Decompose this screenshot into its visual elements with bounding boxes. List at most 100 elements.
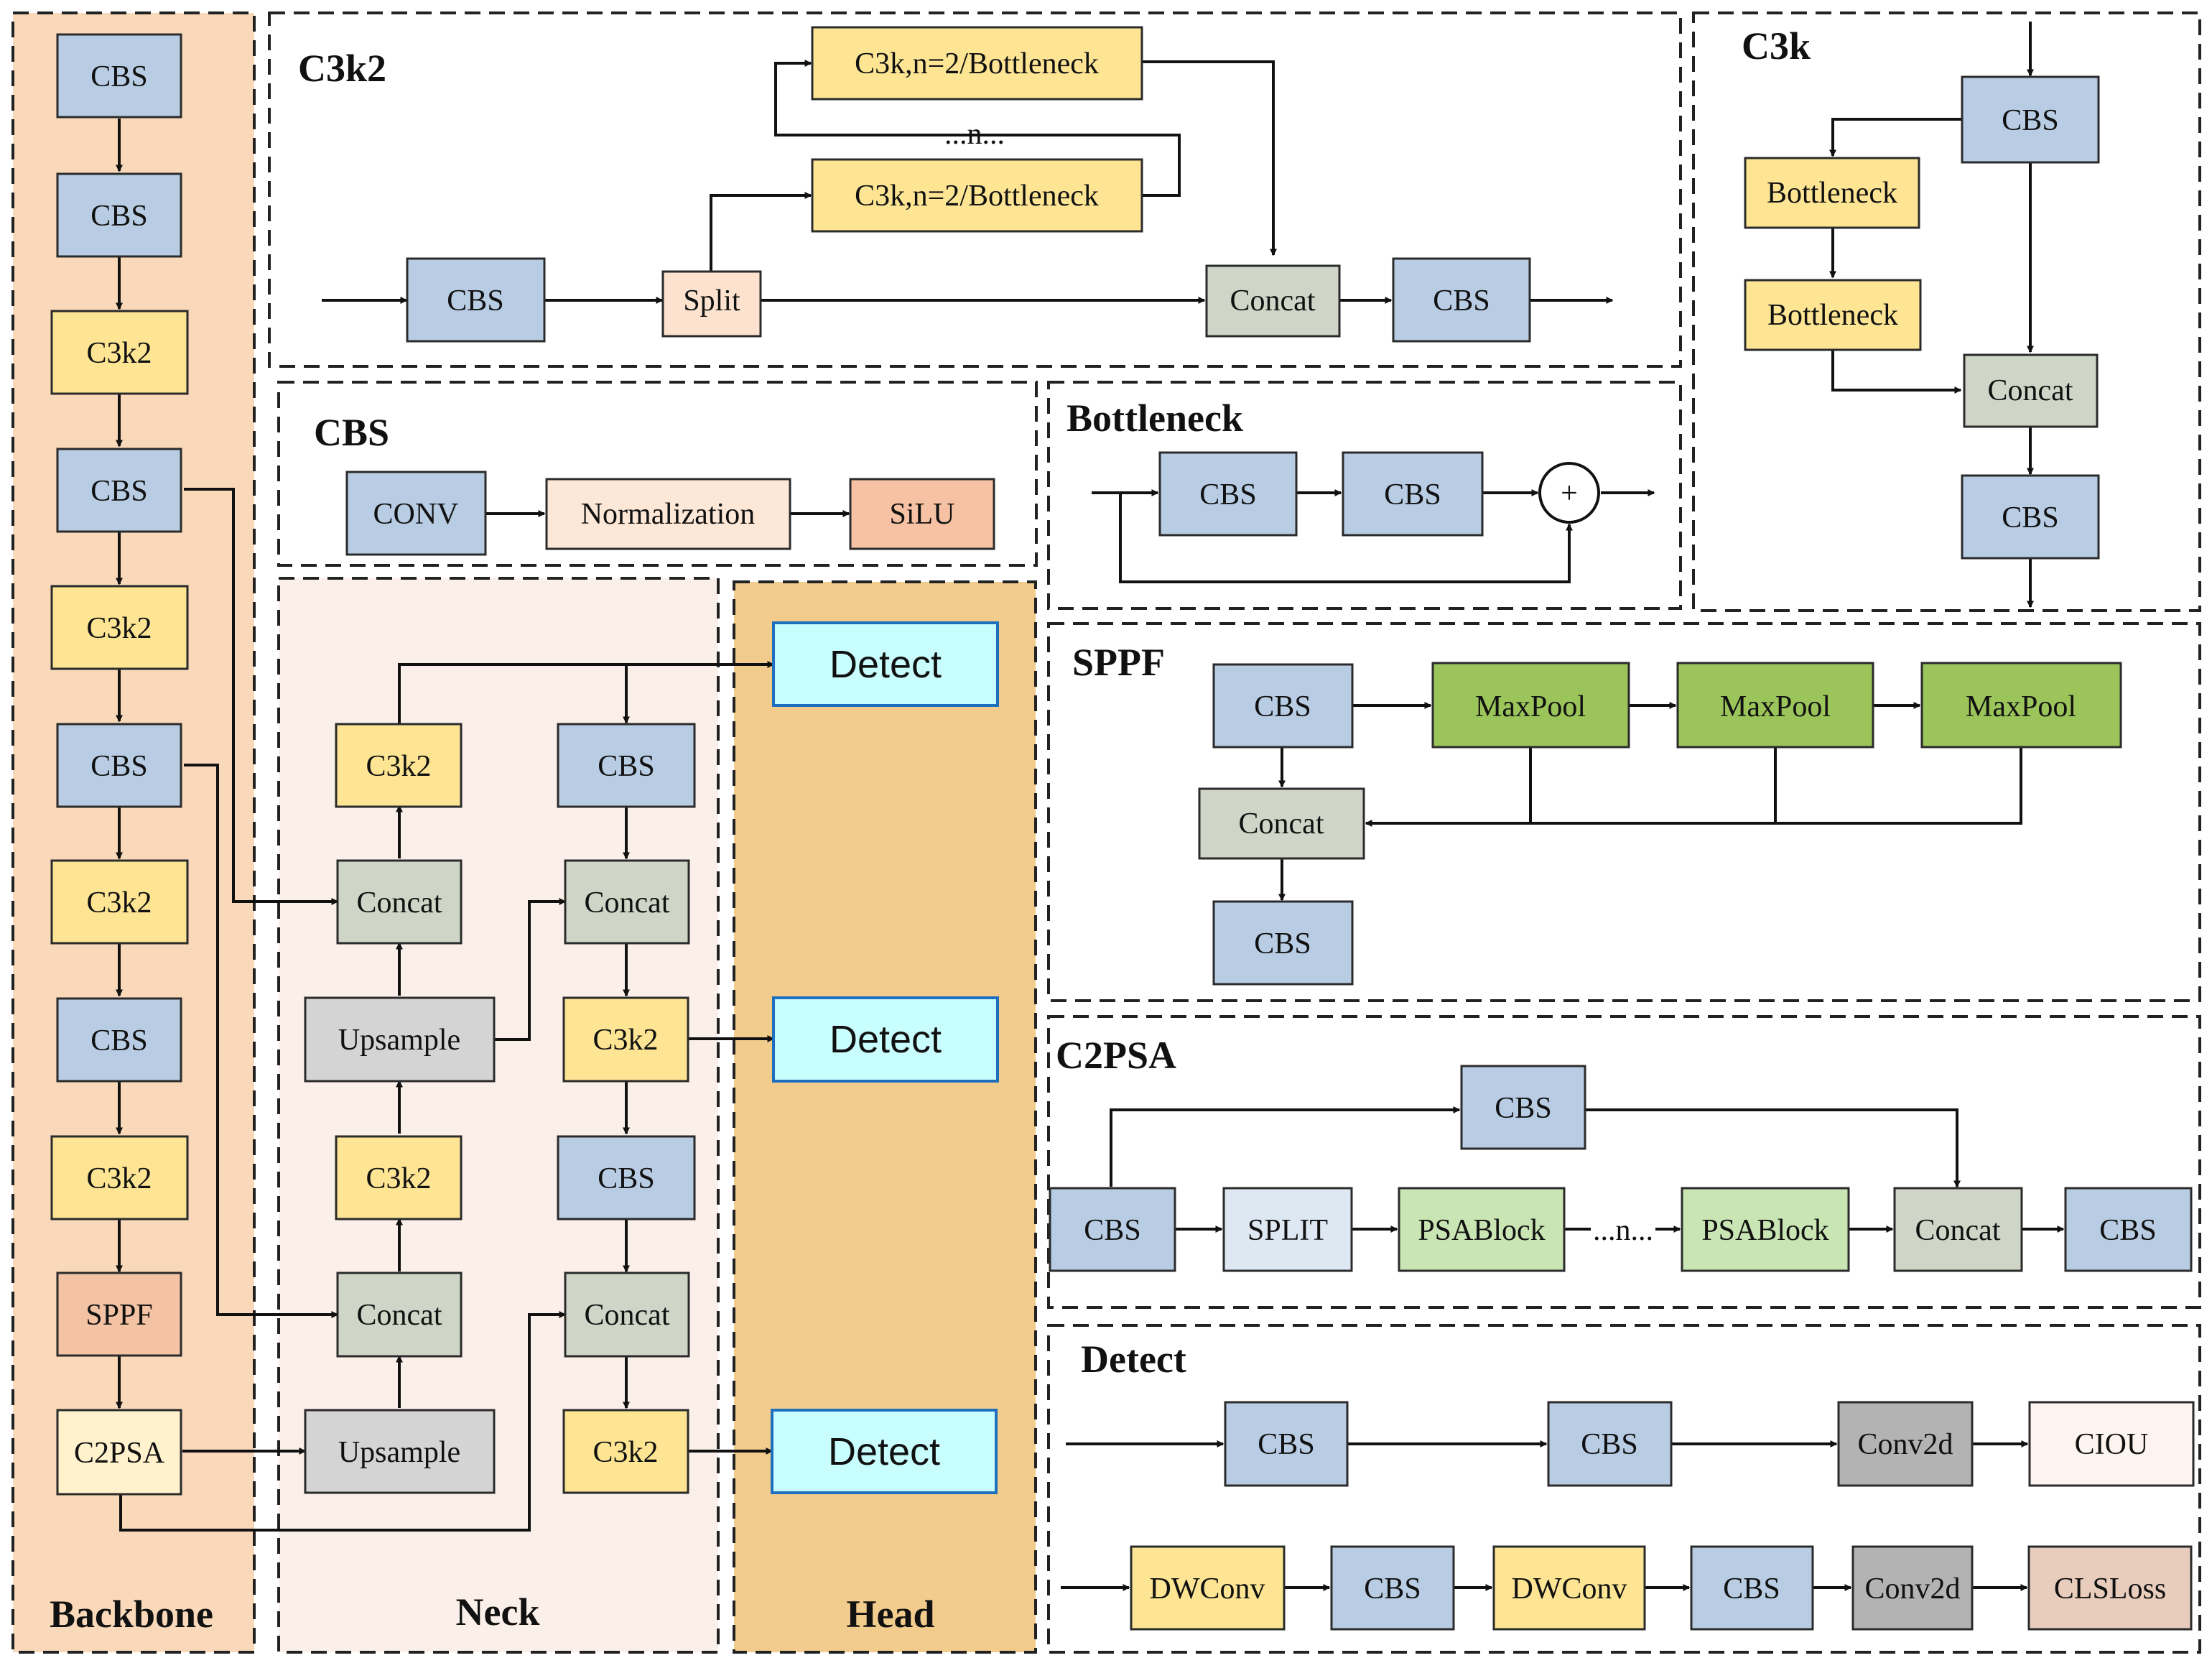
bottleneck-module-border <box>1047 381 1682 610</box>
detect-row1-cbs-2 <box>1547 1401 1673 1487</box>
neck-left-upsample-top <box>304 996 496 1083</box>
sppf-maxpool-2-label: MaxPool <box>1720 690 1831 723</box>
sppf-maxpool-1 <box>1431 662 1630 749</box>
c3k2-concat <box>1205 264 1341 338</box>
detect-row1-cbs-1-label: CBS <box>1258 1428 1314 1461</box>
detect-box-middle <box>772 996 999 1083</box>
c3k-cbs-top-label: CBS <box>2002 104 2058 137</box>
c3k2-repeat-label: ...n... <box>944 118 1005 151</box>
c3k-module-border <box>1692 11 2201 612</box>
neck-left-concat-top <box>336 859 463 945</box>
detect-module: Detect CBS CBS Conv2d CIOU DWConv CBS DW… <box>1081 1338 2195 1631</box>
backbone-border <box>11 11 256 1654</box>
detect-box-bottom-label: Detect <box>828 1430 940 1473</box>
c3k-bottleneck-2 <box>1744 279 1922 351</box>
sppf-concat-label: Concat <box>1239 807 1324 840</box>
c3k2-input-cbs <box>406 257 546 343</box>
detect-row2-dwconv-2-label: DWConv <box>1512 1572 1627 1606</box>
detect-row1-ciou <box>2028 1401 2195 1487</box>
neck-right-concat-bottom <box>564 1271 690 1358</box>
head-title: Head <box>846 1593 934 1636</box>
c2psa-cbs-in <box>1049 1187 1176 1272</box>
detect-row1-ciou-label: CIOU <box>2075 1428 2149 1461</box>
backbone-sppf-label: SPPF <box>85 1299 152 1332</box>
cbs-conv <box>345 471 487 556</box>
c3k-concat <box>1963 353 2099 428</box>
backbone-title: Backbone <box>50 1593 213 1636</box>
sppf-maxpool-2 <box>1676 662 1874 749</box>
head-border <box>733 580 1037 1654</box>
backbone-cbs-5-label: CBS <box>90 1024 147 1057</box>
neck-border <box>277 577 720 1654</box>
backbone-c3k2-1 <box>50 310 189 395</box>
c2psa-cbs-top-label: CBS <box>1495 1092 1551 1125</box>
neck-right-c3k2-bottom-label: C3k2 <box>592 1436 658 1469</box>
detect-row2-cbs-2 <box>1690 1545 1814 1631</box>
detect-row2-clsloss-label: CLSLoss <box>2054 1572 2166 1606</box>
connectors <box>116 22 2065 1591</box>
neck-title: Neck <box>456 1590 540 1634</box>
bottleneck-module: Bottleneck CBS CBS + <box>1066 397 1600 537</box>
bottleneck-add-label: + <box>1561 477 1578 510</box>
sppf-module-border <box>1047 622 2201 1002</box>
neck-left-upsample-bottom-label: Upsample <box>338 1436 460 1469</box>
cbs-module-border <box>277 381 1038 567</box>
neck-right-c3k2-top-label: C3k2 <box>592 1024 658 1057</box>
c3k2-module-title: C3k2 <box>298 47 386 90</box>
backbone-cbs-2 <box>56 172 182 258</box>
detect-box-middle-label: Detect <box>830 1018 942 1061</box>
c3k2-output-cbs-label: CBS <box>1433 284 1490 318</box>
bottleneck-cbs-2-label: CBS <box>1384 478 1441 511</box>
sppf-module-title: SPPF <box>1072 641 1165 684</box>
c3k2-split <box>661 270 762 338</box>
c3k2-branch-top-label: C3k,n=2/Bottleneck <box>855 47 1099 80</box>
backbone-c2psa-label: C2PSA <box>74 1437 165 1470</box>
backbone-cbs-5 <box>56 997 182 1083</box>
bottleneck-cbs-1-label: CBS <box>1199 478 1256 511</box>
c2psa-cbs-top <box>1460 1065 1586 1150</box>
c3k2-output-cbs <box>1392 257 1531 343</box>
backbone-cbs-2-label: CBS <box>90 200 147 233</box>
c3k2-branch-bottom <box>811 158 1143 233</box>
c2psa-concat <box>1893 1187 2023 1272</box>
backbone-c2psa <box>56 1409 182 1496</box>
c3k-module-title: C3k <box>1742 24 1811 68</box>
cbs-module-title: CBS <box>314 411 389 454</box>
neck-right-cbs-bottom <box>557 1135 696 1220</box>
detect-row2-dwconv-2 <box>1492 1545 1646 1631</box>
c2psa-module-title: C2PSA <box>1056 1034 1176 1077</box>
sppf-maxpool-3 <box>1920 662 2122 749</box>
c2psa-repeat-label: ...n... <box>1593 1214 1653 1247</box>
bottleneck-module-title: Bottleneck <box>1066 397 1243 440</box>
bottleneck-cbs-1 <box>1158 451 1298 537</box>
neck-left-upsample-top-label: Upsample <box>338 1024 460 1057</box>
backbone-sppf <box>56 1271 182 1357</box>
detect-row1-conv2d-label: Conv2d <box>1857 1428 1953 1461</box>
c3k2-branch-bottom-label: C3k,n=2/Bottleneck <box>855 180 1099 213</box>
c3k2-module: C3k2 CBS Split C3k,n=2/Bottleneck ...n..… <box>298 26 1531 343</box>
bottleneck-add-node <box>1538 462 1600 524</box>
backbone-cbs-3 <box>56 448 182 533</box>
backbone-c3k2-3-label: C3k2 <box>86 886 152 919</box>
detect-row2-cbs-1-label: CBS <box>1364 1572 1421 1606</box>
neck-right-c3k2-top <box>562 996 689 1083</box>
detect-box-top-label: Detect <box>830 643 942 686</box>
detect-module-title: Detect <box>1081 1338 1186 1381</box>
sppf-module: SPPF CBS MaxPool MaxPool MaxPool Concat … <box>1072 641 2122 986</box>
c2psa-module: C2PSA CBS CBS SPLIT PSABlock ...n... PSA… <box>1049 1034 2193 1272</box>
neck-right-c3k2-bottom <box>562 1409 689 1494</box>
detect-row1-conv2d <box>1837 1401 1974 1487</box>
c3k-bottleneck-1 <box>1744 157 1920 229</box>
detect-module-border <box>1047 1324 2201 1654</box>
head-blocks: Detect Detect Detect Head <box>771 621 999 1636</box>
backbone-cbs-1 <box>56 33 182 119</box>
cbs-module: CBS CONV Normalization SiLU <box>314 411 995 556</box>
c3k2-split-label: Split <box>683 284 740 318</box>
backbone-cbs-3-label: CBS <box>90 475 147 508</box>
backbone-region <box>13 13 254 1652</box>
c3k2-branch-top <box>811 26 1143 101</box>
backbone-c3k2-1-label: C3k2 <box>86 337 152 370</box>
c2psa-split-label: SPLIT <box>1247 1214 1328 1247</box>
c3k-cbs-top <box>1961 75 2100 164</box>
